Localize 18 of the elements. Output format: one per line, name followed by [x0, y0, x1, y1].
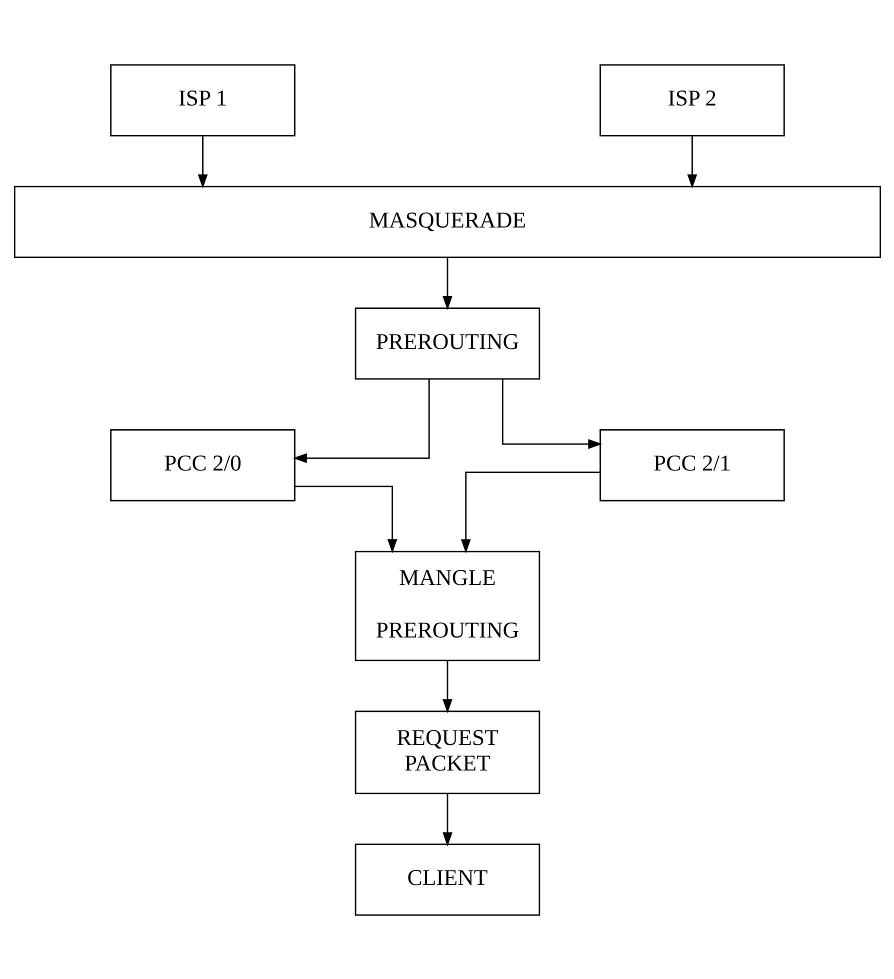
node-box: MANGLE PREROUTING [354, 550, 540, 661]
arrow [442, 660, 452, 713]
node-box: PREROUTING [354, 307, 540, 380]
arrow [686, 136, 697, 188]
node-box: CLIENT [354, 843, 540, 916]
arrow [501, 378, 602, 448]
arrow [292, 378, 430, 463]
arrow [442, 794, 452, 846]
node-box: MASQUERADE [13, 185, 881, 258]
node-box: REQUEST PACKET [354, 710, 540, 794]
arrow [294, 485, 397, 553]
node-box: PCC 2/1 [599, 428, 784, 501]
node-box: PCC 2/0 [110, 428, 295, 501]
node-box: ISP 1 [110, 64, 295, 136]
arrow [197, 136, 208, 188]
node-box: ISP 2 [599, 64, 784, 136]
arrow [442, 257, 452, 310]
arrow [460, 471, 600, 553]
